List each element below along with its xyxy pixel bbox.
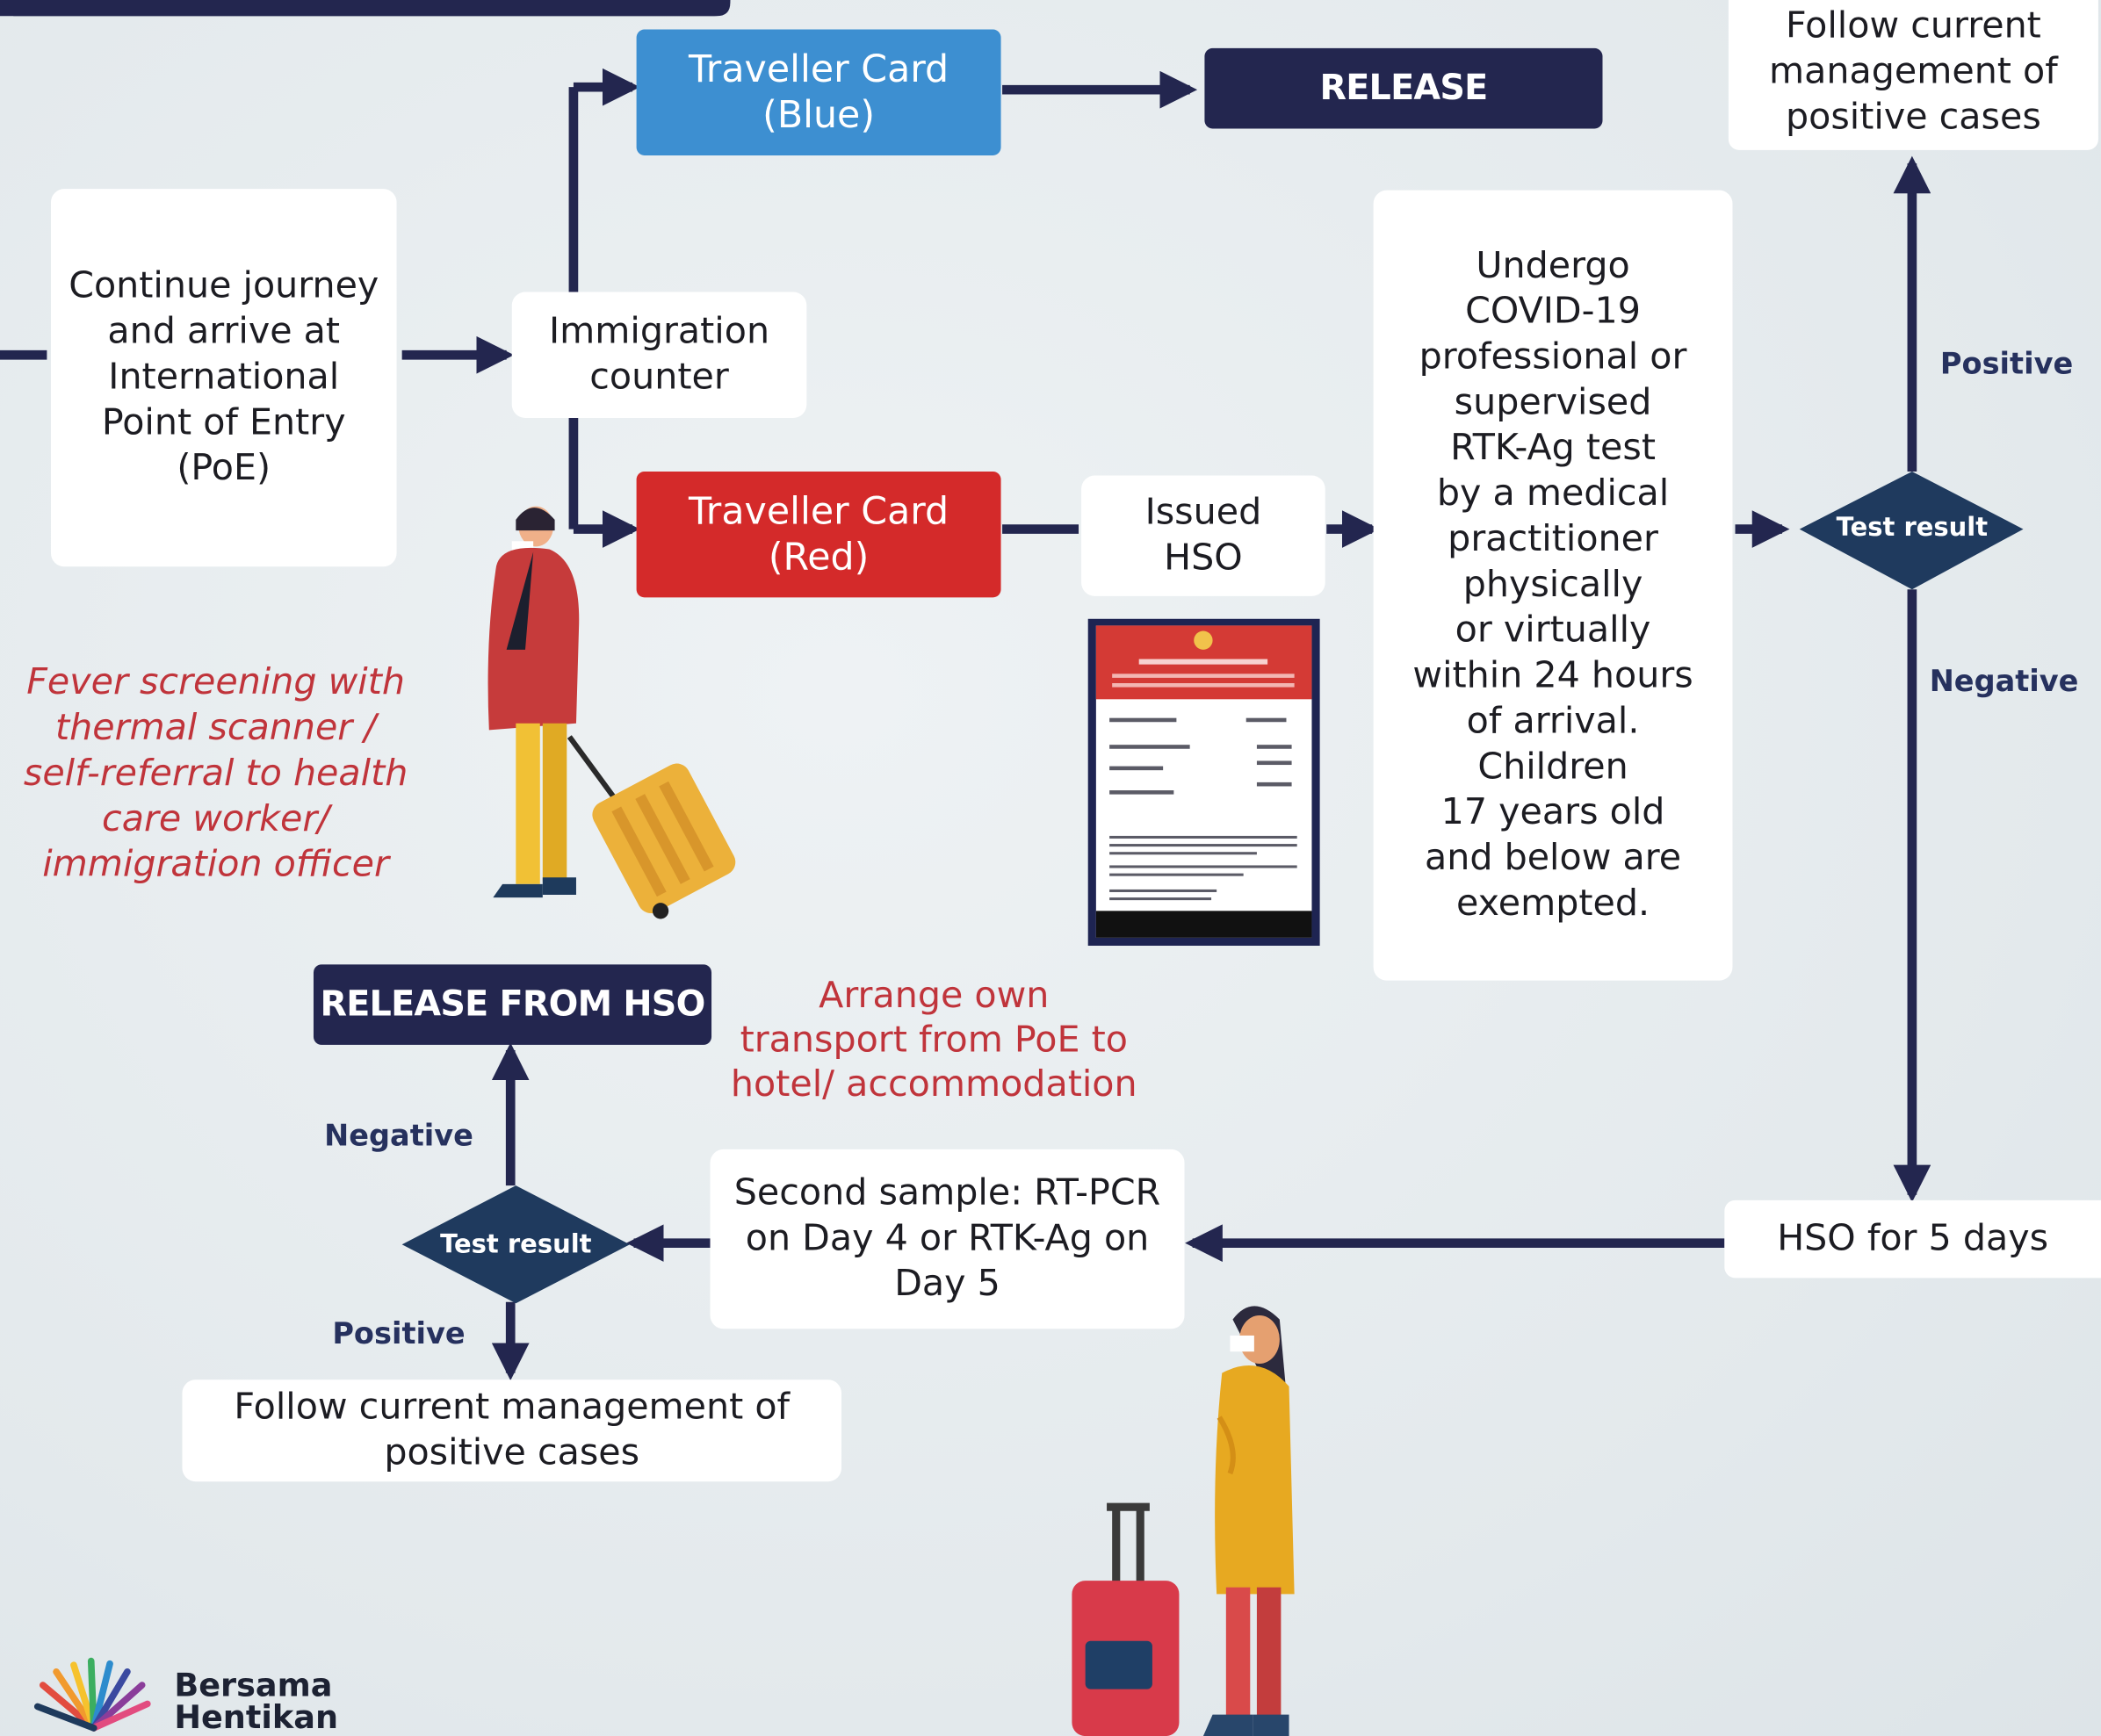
immigration-counter-box: Immigration counter [511,292,807,418]
positive-right-label: Positive [1939,348,2074,382]
test-result-right-diamond [1799,471,2024,590]
header-banner-fragment [0,0,731,17]
undergo-test-box: Undergo COVID-19 professional or supervi… [1373,190,1733,981]
traveller-yellow-coat-illustration [1072,1306,1295,1736]
follow-current-bottom-box: Follow current management of positive ca… [182,1379,842,1482]
release-box: RELEASE [1204,47,1603,129]
positive-left-label: Positive [332,1318,466,1352]
traveller-card-red: Traveller Card (Red) [636,471,1001,598]
fever-screening-note: Fever screening with thermal scanner / s… [23,661,408,886]
negative-left-label: Negative [324,1120,473,1154]
traveller-card-blue: Traveller Card (Blue) [636,29,1001,155]
bersama-logo-text: Bersama Hentikan [174,1666,339,1736]
traveller-red-coat-illustration [487,506,736,919]
release-from-hso-box: RELEASE FROM HSO [313,964,712,1045]
continue-journey-box: Continue journey and arrive at Internati… [50,189,397,567]
test-result-left-label: Test result [440,1229,592,1259]
issued-hso-box: Issued HSO [1081,475,1325,596]
test-result-right-label: Test result [1836,513,1989,543]
follow-current-top-box: Follow current management of positive ca… [1728,0,2098,150]
hso-five-days-box: HSO for 5 days [1724,1199,2101,1279]
negative-right-label: Negative [1929,666,2079,700]
bersama-logo-mark [33,1657,151,1732]
hso-document-icon [1087,618,1320,947]
arrange-transport-note: Arrange own transport from PoE to hotel/… [730,975,1137,1106]
second-sample-box: Second sample: RT-PCR on Day 4 or RTK-Ag… [710,1149,1185,1329]
